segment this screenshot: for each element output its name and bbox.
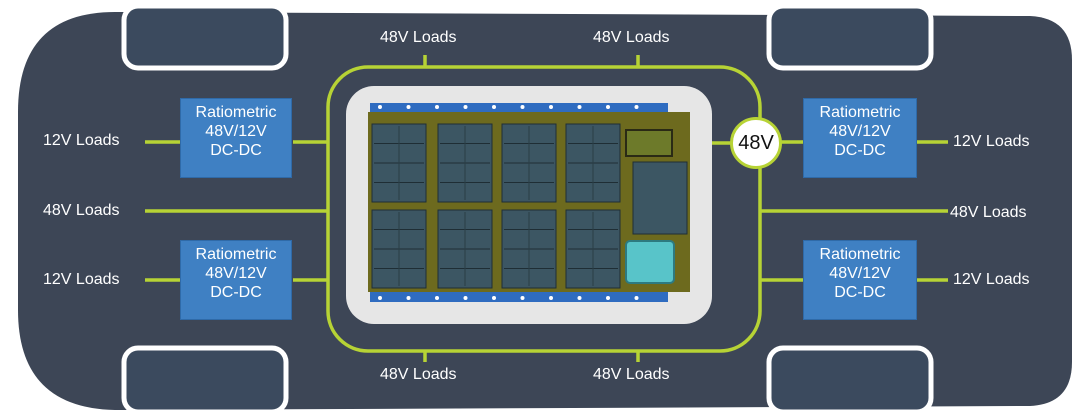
frame-rivet bbox=[406, 105, 411, 109]
frame-rivet bbox=[520, 105, 525, 109]
right-lower-12v-load-label: 12V Loads bbox=[953, 271, 1030, 288]
right-48v-load-label: 48V Loads bbox=[950, 204, 1027, 221]
wheel-front-left bbox=[121, 3, 289, 71]
frame-rivet bbox=[577, 105, 582, 109]
converter-line3: DC-DC bbox=[210, 284, 262, 301]
aux-module bbox=[632, 161, 688, 235]
converter-line2: 48V/12V bbox=[205, 265, 267, 282]
right-upper-12v-load-label: 12V Loads bbox=[953, 133, 1030, 150]
converter-line1: Ratiometric bbox=[195, 104, 277, 121]
48v-bus-ring bbox=[326, 65, 762, 353]
converter-right-lower: Ratiometric 48V/12V DC-DC bbox=[803, 240, 917, 320]
bottom-load-label-right: 48V Loads bbox=[593, 366, 670, 383]
frame-rivet bbox=[406, 296, 411, 300]
frame-rivet bbox=[435, 105, 439, 109]
wheel-rear-left bbox=[121, 345, 289, 415]
frame-rivet bbox=[435, 296, 439, 300]
top-load-label-left: 48V Loads bbox=[380, 29, 457, 46]
frame-rivet bbox=[634, 296, 639, 300]
converter-left-lower: Ratiometric 48V/12V DC-DC bbox=[180, 240, 292, 320]
frame-rivet bbox=[549, 105, 553, 109]
frame-rivet bbox=[634, 105, 639, 109]
converter-line2: 48V/12V bbox=[205, 123, 267, 140]
converter-line1: Ratiometric bbox=[819, 104, 901, 121]
battery-pack bbox=[368, 103, 690, 302]
frame-rivet bbox=[549, 296, 553, 300]
converter-left-upper: Ratiometric 48V/12V DC-DC bbox=[180, 98, 292, 178]
left-upper-12v-load-label: 12V Loads bbox=[43, 132, 120, 149]
top-load-label-right: 48V Loads bbox=[593, 29, 670, 46]
converter-right-upper: Ratiometric 48V/12V DC-DC bbox=[803, 98, 917, 178]
bottom-load-label-left: 48V Loads bbox=[380, 366, 457, 383]
frame-rivet bbox=[492, 296, 496, 300]
left-48v-load-label: 48V Loads bbox=[43, 202, 120, 219]
48v-hub-node: 48V bbox=[730, 117, 782, 169]
left-lower-12v-load-label: 12V Loads bbox=[43, 271, 120, 288]
wheel-rear-right bbox=[766, 345, 934, 415]
converter-line2: 48V/12V bbox=[829, 265, 891, 282]
converter-line3: DC-DC bbox=[210, 142, 262, 159]
converter-line1: Ratiometric bbox=[819, 246, 901, 263]
frame-rivet bbox=[606, 105, 610, 109]
converter-line3: DC-DC bbox=[834, 284, 886, 301]
frame-rivet bbox=[520, 296, 525, 300]
frame-rivet bbox=[378, 296, 382, 300]
bms-unit bbox=[625, 129, 673, 157]
wheel-front-right bbox=[766, 3, 934, 71]
converter-line2: 48V/12V bbox=[829, 123, 891, 140]
frame-rivet bbox=[463, 296, 468, 300]
frame-rivet bbox=[378, 105, 382, 109]
frame-rivet bbox=[463, 105, 468, 109]
frame-rivet bbox=[492, 105, 496, 109]
converter-line3: DC-DC bbox=[834, 142, 886, 159]
cooling-unit bbox=[625, 240, 675, 284]
frame-rivet bbox=[577, 296, 582, 300]
converter-line1: Ratiometric bbox=[195, 246, 277, 263]
frame-rivet bbox=[606, 296, 610, 300]
